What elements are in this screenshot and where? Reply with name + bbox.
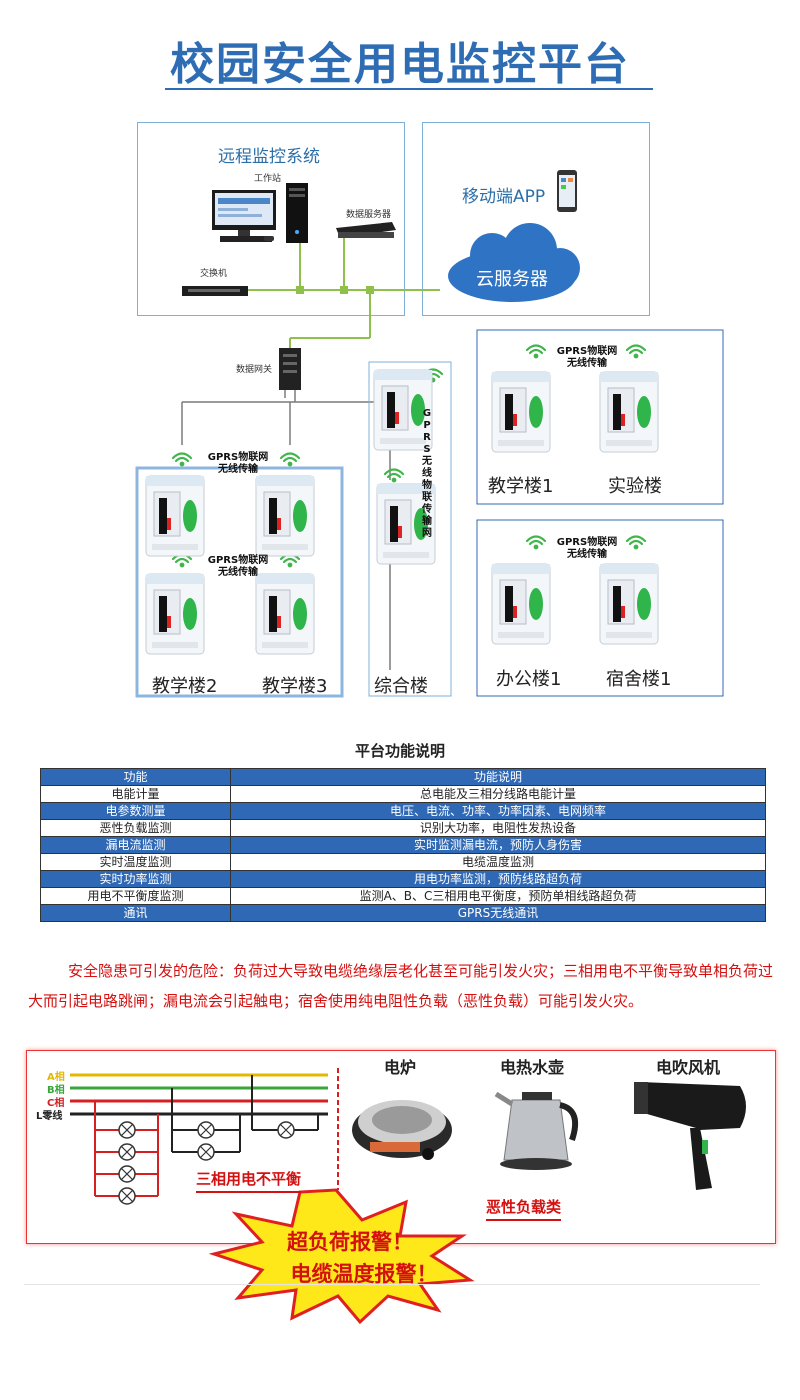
building-label-lab: 实验楼 — [608, 476, 662, 497]
mobile-app-label: 移动端APP — [462, 187, 546, 207]
hazard-warning-text: 安全隐患可引发的危险：负荷过大导致电缆绝缘层老化甚至可能引发火灾；三相用电不平衡… — [28, 962, 774, 1010]
group-box-zonghe — [368, 361, 452, 697]
network-switch-icon — [182, 286, 248, 296]
workstation-monitor-icon — [212, 190, 276, 242]
wifi-icons — [171, 344, 647, 568]
cable-temp-alarm-text: 电缆温度报警！ — [290, 1262, 438, 1286]
stove-label: 电炉 — [384, 1058, 417, 1077]
gprs-label-b2b3-top: GPRS物联网无线传输 — [207, 452, 269, 475]
table-cell: 实时监测漏电流，预防人身伤害 — [230, 836, 766, 854]
table-row: 恶性负载监测识别大功率，电阻性发热设备 — [40, 819, 766, 837]
pc-tower-icon — [286, 183, 308, 243]
building-label-b2: 教学楼2 — [152, 676, 218, 697]
table-cell: 识别大功率，电阻性发热设备 — [230, 819, 766, 837]
switch-label: 交换机 — [200, 269, 228, 279]
data-server-icon — [336, 222, 396, 238]
circuit-diagram — [70, 1068, 746, 1325]
title-underline — [165, 88, 653, 90]
bottom-divider — [24, 1284, 760, 1285]
gprs-vertical-label: GPRS无线物联传输网 — [422, 408, 432, 539]
phase-c-label: C相 — [47, 1098, 65, 1109]
cloud-server-icon — [448, 223, 580, 302]
network-diagram — [135, 170, 724, 698]
smartphone-icon — [557, 170, 577, 212]
hair-dryer-icon — [634, 1082, 746, 1190]
neutral-line-label: L零线 — [36, 1111, 63, 1122]
dryer-label: 电吹风机 — [656, 1058, 721, 1077]
table-cell: GPRS无线通讯 — [230, 904, 766, 922]
gprs-label-b2b3: GPRS物联网无线传输 — [207, 555, 269, 578]
table-cell: 漏电流监测 — [40, 836, 231, 854]
table-row: 漏电流监测实时监测漏电流，预防人身伤害 — [40, 836, 766, 854]
table-row: 用电不平衡度监测监测A、B、C三相用电平衡度，预防单相线路超负荷 — [40, 887, 766, 905]
building-label-b1: 教学楼1 — [488, 476, 554, 497]
phase-b-label: B相 — [47, 1085, 65, 1096]
malignant-load-label: 恶性负载类 — [486, 1196, 562, 1221]
building-label-zonghe: 综合楼 — [374, 676, 428, 697]
overload-alarm-text: 超负荷报警！ — [287, 1230, 413, 1254]
unbalance-label: 三相用电不平衡 — [196, 1168, 302, 1193]
page-title: 校园安全用电监控平台 — [170, 39, 630, 90]
group-box-office-dorm — [476, 519, 724, 697]
electric-kettle-icon — [494, 1091, 578, 1170]
table-cell: 电参数测量 — [40, 802, 231, 820]
table-cell: 监测A、B、C三相用电平衡度，预防单相线路超负荷 — [230, 887, 766, 905]
gprs-label-b1-lab: GPRS物联网无线传输 — [556, 346, 618, 369]
remote-panel-title: 远程监控系统 — [218, 147, 320, 167]
cloud-server-label: 云服务器 — [476, 269, 548, 290]
group-box-b2b3 — [135, 466, 344, 698]
electric-stove-icon — [352, 1100, 452, 1160]
table-cell: 实时功率监测 — [40, 870, 231, 888]
table-cell: 通讯 — [40, 904, 231, 922]
phase-a-label: A相 — [47, 1072, 65, 1083]
building-label-dorm: 宿舍楼1 — [606, 669, 672, 690]
kettle-label: 电热水壶 — [500, 1058, 565, 1077]
group-box-b1-lab — [476, 329, 724, 505]
data-gateway-icon — [279, 348, 301, 390]
building-label-b3: 教学楼3 — [262, 676, 328, 697]
gprs-label-office-dorm: GPRS物联网无线传输 — [556, 537, 618, 560]
workstation-label: 工作站 — [254, 174, 282, 184]
building-label-office: 办公楼1 — [496, 669, 562, 690]
data-server-label: 数据服务器 — [346, 210, 392, 220]
alarm-starburst-icon — [208, 1188, 475, 1325]
function-table: 功能 功能说明 电能计量总电能及三相分线路电能计量 电参数测量电压、电流、功率、… — [40, 768, 766, 922]
table-title: 平台功能说明 — [354, 742, 445, 760]
gateway-label: 数据网关 — [236, 365, 273, 375]
